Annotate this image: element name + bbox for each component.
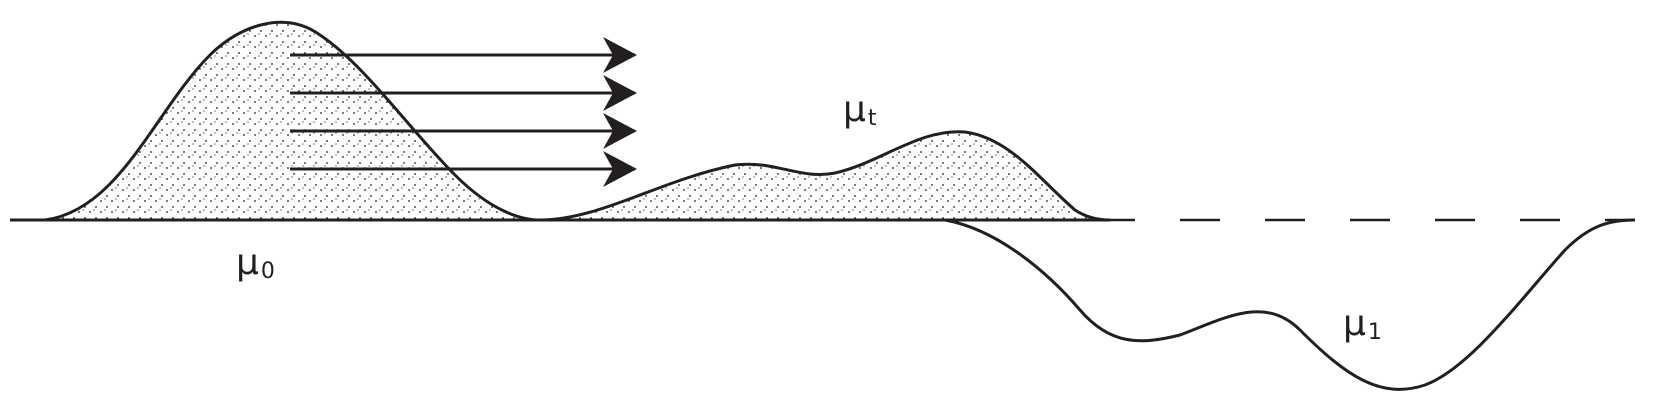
transport-arrows — [290, 37, 637, 187]
label-mut: μt — [843, 89, 877, 131]
mu1-distribution — [944, 218, 1636, 391]
label-mu0: μ0 — [236, 242, 275, 284]
label-mu1: μ1 — [1343, 303, 1382, 345]
mut-distribution — [539, 130, 1111, 222]
mu0-distribution — [44, 20, 541, 222]
